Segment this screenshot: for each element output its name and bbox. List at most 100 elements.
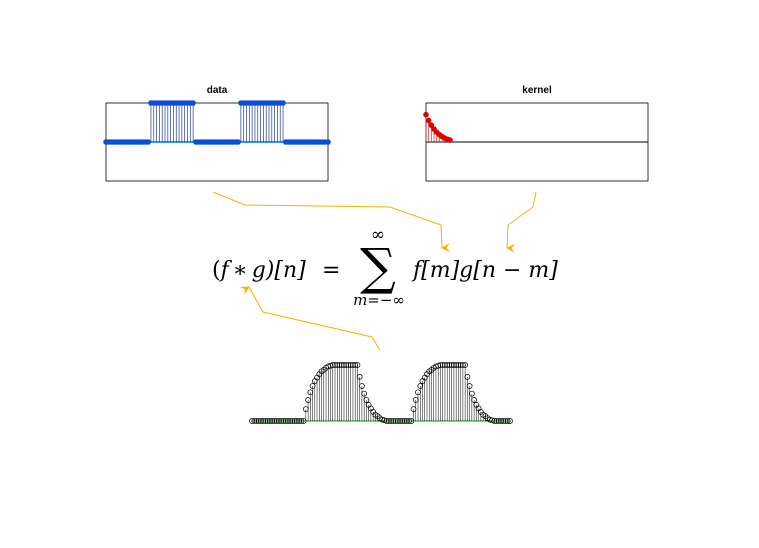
stem-marker xyxy=(392,418,399,424)
stem-marker xyxy=(504,418,511,424)
stem-marker xyxy=(412,397,419,403)
stem-marker xyxy=(361,390,368,397)
stem-marker xyxy=(489,417,495,424)
stem-marker xyxy=(498,418,504,424)
stem-marker xyxy=(462,362,468,368)
stem-marker xyxy=(276,418,282,424)
stem-marker xyxy=(399,418,406,424)
stem-marker xyxy=(502,418,509,424)
stem-marker xyxy=(410,406,417,412)
result-plot-area xyxy=(249,362,513,424)
kernel-panel-title: kernel xyxy=(522,85,552,96)
stem-marker xyxy=(271,418,278,424)
stem-marker xyxy=(500,418,507,424)
arrow-icon xyxy=(239,286,381,351)
stem-marker xyxy=(363,397,370,403)
stem-marker xyxy=(309,383,316,389)
stem-marker xyxy=(262,418,269,424)
stem-marker xyxy=(287,418,293,424)
kernel-plot-area xyxy=(423,111,648,143)
stem-marker xyxy=(466,383,473,389)
stem-marker xyxy=(305,397,311,403)
stem-marker xyxy=(280,418,287,424)
stem-marker xyxy=(383,418,390,424)
stem-marker xyxy=(260,418,267,424)
equation-g: g xyxy=(252,258,266,283)
stem-marker xyxy=(294,418,300,424)
stem-marker xyxy=(341,362,347,368)
stem-marker xyxy=(457,362,464,368)
stem-marker xyxy=(386,418,392,424)
stem-marker xyxy=(282,418,289,424)
data-panel: data xyxy=(103,85,331,182)
stem-marker xyxy=(356,374,363,380)
sum-lower-limit: m=−∞ xyxy=(353,291,405,309)
stem-marker xyxy=(352,362,359,368)
equation-rhs: f[m]g[n − m] xyxy=(411,258,558,283)
stem-marker xyxy=(235,139,241,145)
data-plot-area xyxy=(103,100,331,145)
convolution-equation: (f∗g)[n] = ∞ ∑ m=−∞ f[m]g[n − m] xyxy=(212,225,558,309)
stem-marker xyxy=(300,418,307,424)
stem-marker xyxy=(439,362,446,368)
equation-star: ∗ xyxy=(233,258,248,283)
stem-marker xyxy=(269,418,276,424)
stem-marker xyxy=(302,406,309,412)
stem-marker xyxy=(327,362,334,369)
stem-marker xyxy=(267,418,273,424)
stem-marker xyxy=(347,362,354,368)
stem-marker xyxy=(495,418,502,424)
stem-marker xyxy=(444,362,451,368)
stem-marker xyxy=(423,111,429,118)
stem-marker xyxy=(381,417,388,424)
stem-marker xyxy=(329,362,336,368)
stem-marker xyxy=(280,100,286,106)
data-panel-title: data xyxy=(207,85,228,96)
stem-marker xyxy=(273,418,280,424)
stem-marker xyxy=(334,362,341,368)
stem-marker xyxy=(336,362,343,368)
stem-marker xyxy=(403,418,410,424)
stem-marker xyxy=(325,139,331,145)
stem-marker xyxy=(145,139,151,145)
equation-lhs: (f∗g)[n] xyxy=(212,258,306,283)
stem-marker xyxy=(446,362,453,368)
stem-marker xyxy=(406,418,412,424)
stem-marker xyxy=(435,362,442,369)
stem-marker xyxy=(447,137,453,143)
stem-marker xyxy=(190,100,196,106)
stem-marker xyxy=(507,418,513,424)
stem-marker xyxy=(442,362,448,368)
sum-upper-limit: ∞ xyxy=(371,225,385,245)
stem-marker xyxy=(493,418,500,424)
stem-marker xyxy=(258,418,264,424)
sum-symbol: ∑ xyxy=(360,238,396,296)
stem-marker xyxy=(388,418,394,424)
stem-marker xyxy=(455,362,462,368)
stem-marker xyxy=(469,390,475,397)
stem-marker xyxy=(255,418,262,424)
stem-marker xyxy=(397,418,403,424)
stem-marker xyxy=(251,418,258,424)
stem-marker xyxy=(332,362,338,368)
equation-f: f xyxy=(219,258,233,283)
equation-lhs-open: ( xyxy=(212,258,221,283)
stem-marker xyxy=(296,418,302,424)
stem-marker xyxy=(343,362,350,368)
stem-marker xyxy=(307,389,314,396)
stem-marker xyxy=(253,418,260,424)
stem-marker xyxy=(359,383,365,389)
stem-marker xyxy=(464,374,471,380)
equation-lhs-close: )[n] xyxy=(265,258,306,283)
stem-marker xyxy=(491,418,498,424)
stem-marker xyxy=(448,362,455,368)
stem-marker xyxy=(350,362,356,368)
stem-marker xyxy=(425,117,432,124)
stem-marker xyxy=(345,362,352,368)
stem-marker xyxy=(451,362,457,368)
stem-marker xyxy=(417,383,424,389)
stem-marker xyxy=(354,362,361,368)
stem-marker xyxy=(298,418,305,424)
stem-marker xyxy=(460,362,466,368)
